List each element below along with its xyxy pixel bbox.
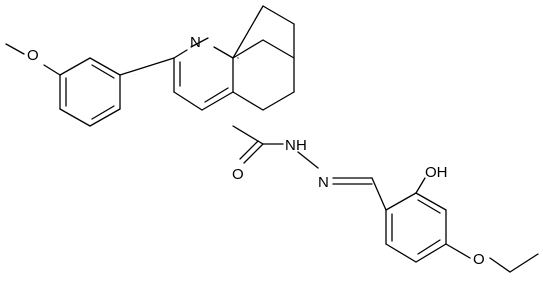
bond bbox=[243, 143, 264, 164]
atom-label-o-ethoxy: O bbox=[473, 251, 485, 268]
bond bbox=[445, 243, 471, 259]
atom-label-nh-hydrazide: H bbox=[296, 137, 307, 154]
bond bbox=[489, 257, 511, 273]
atom-labels: N O O N H N OH O bbox=[27, 34, 485, 268]
bond bbox=[262, 91, 295, 111]
bond bbox=[213, 46, 234, 59]
bond bbox=[89, 108, 121, 127]
bond bbox=[91, 105, 115, 120]
bond bbox=[262, 39, 295, 59]
bond bbox=[385, 192, 417, 211]
bond bbox=[417, 239, 441, 255]
bond bbox=[173, 49, 188, 59]
bond bbox=[509, 253, 539, 273]
bond bbox=[59, 108, 91, 127]
bond bbox=[371, 177, 387, 211]
atom-label-n-imine: N bbox=[318, 174, 329, 191]
bond bbox=[173, 91, 203, 111]
atom-label-o-methoxy: O bbox=[27, 47, 39, 64]
bond bbox=[119, 57, 175, 76]
bond bbox=[415, 177, 426, 194]
bond bbox=[415, 192, 447, 211]
bond bbox=[59, 57, 91, 76]
bond bbox=[190, 37, 209, 48]
bond bbox=[43, 64, 61, 76]
atom-label-oh-phenol: OH bbox=[425, 164, 448, 181]
bond bbox=[415, 243, 447, 263]
bond bbox=[262, 5, 295, 25]
bond bbox=[232, 91, 264, 111]
bond bbox=[201, 91, 234, 111]
bond bbox=[417, 199, 441, 214]
atom-label-o-carbonyl: O bbox=[232, 166, 244, 183]
bond bbox=[91, 64, 115, 79]
bond bbox=[5, 43, 25, 55]
atom-label-n-quinoline: N bbox=[190, 34, 201, 51]
bond bbox=[239, 140, 259, 160]
bond bbox=[297, 151, 319, 169]
bond bbox=[385, 243, 417, 263]
bond bbox=[232, 39, 264, 59]
bond bbox=[204, 87, 229, 103]
bonds bbox=[5, 5, 539, 273]
bond bbox=[89, 57, 121, 76]
bond bbox=[232, 5, 264, 59]
atom-label-n-hydrazide: N bbox=[285, 137, 296, 154]
